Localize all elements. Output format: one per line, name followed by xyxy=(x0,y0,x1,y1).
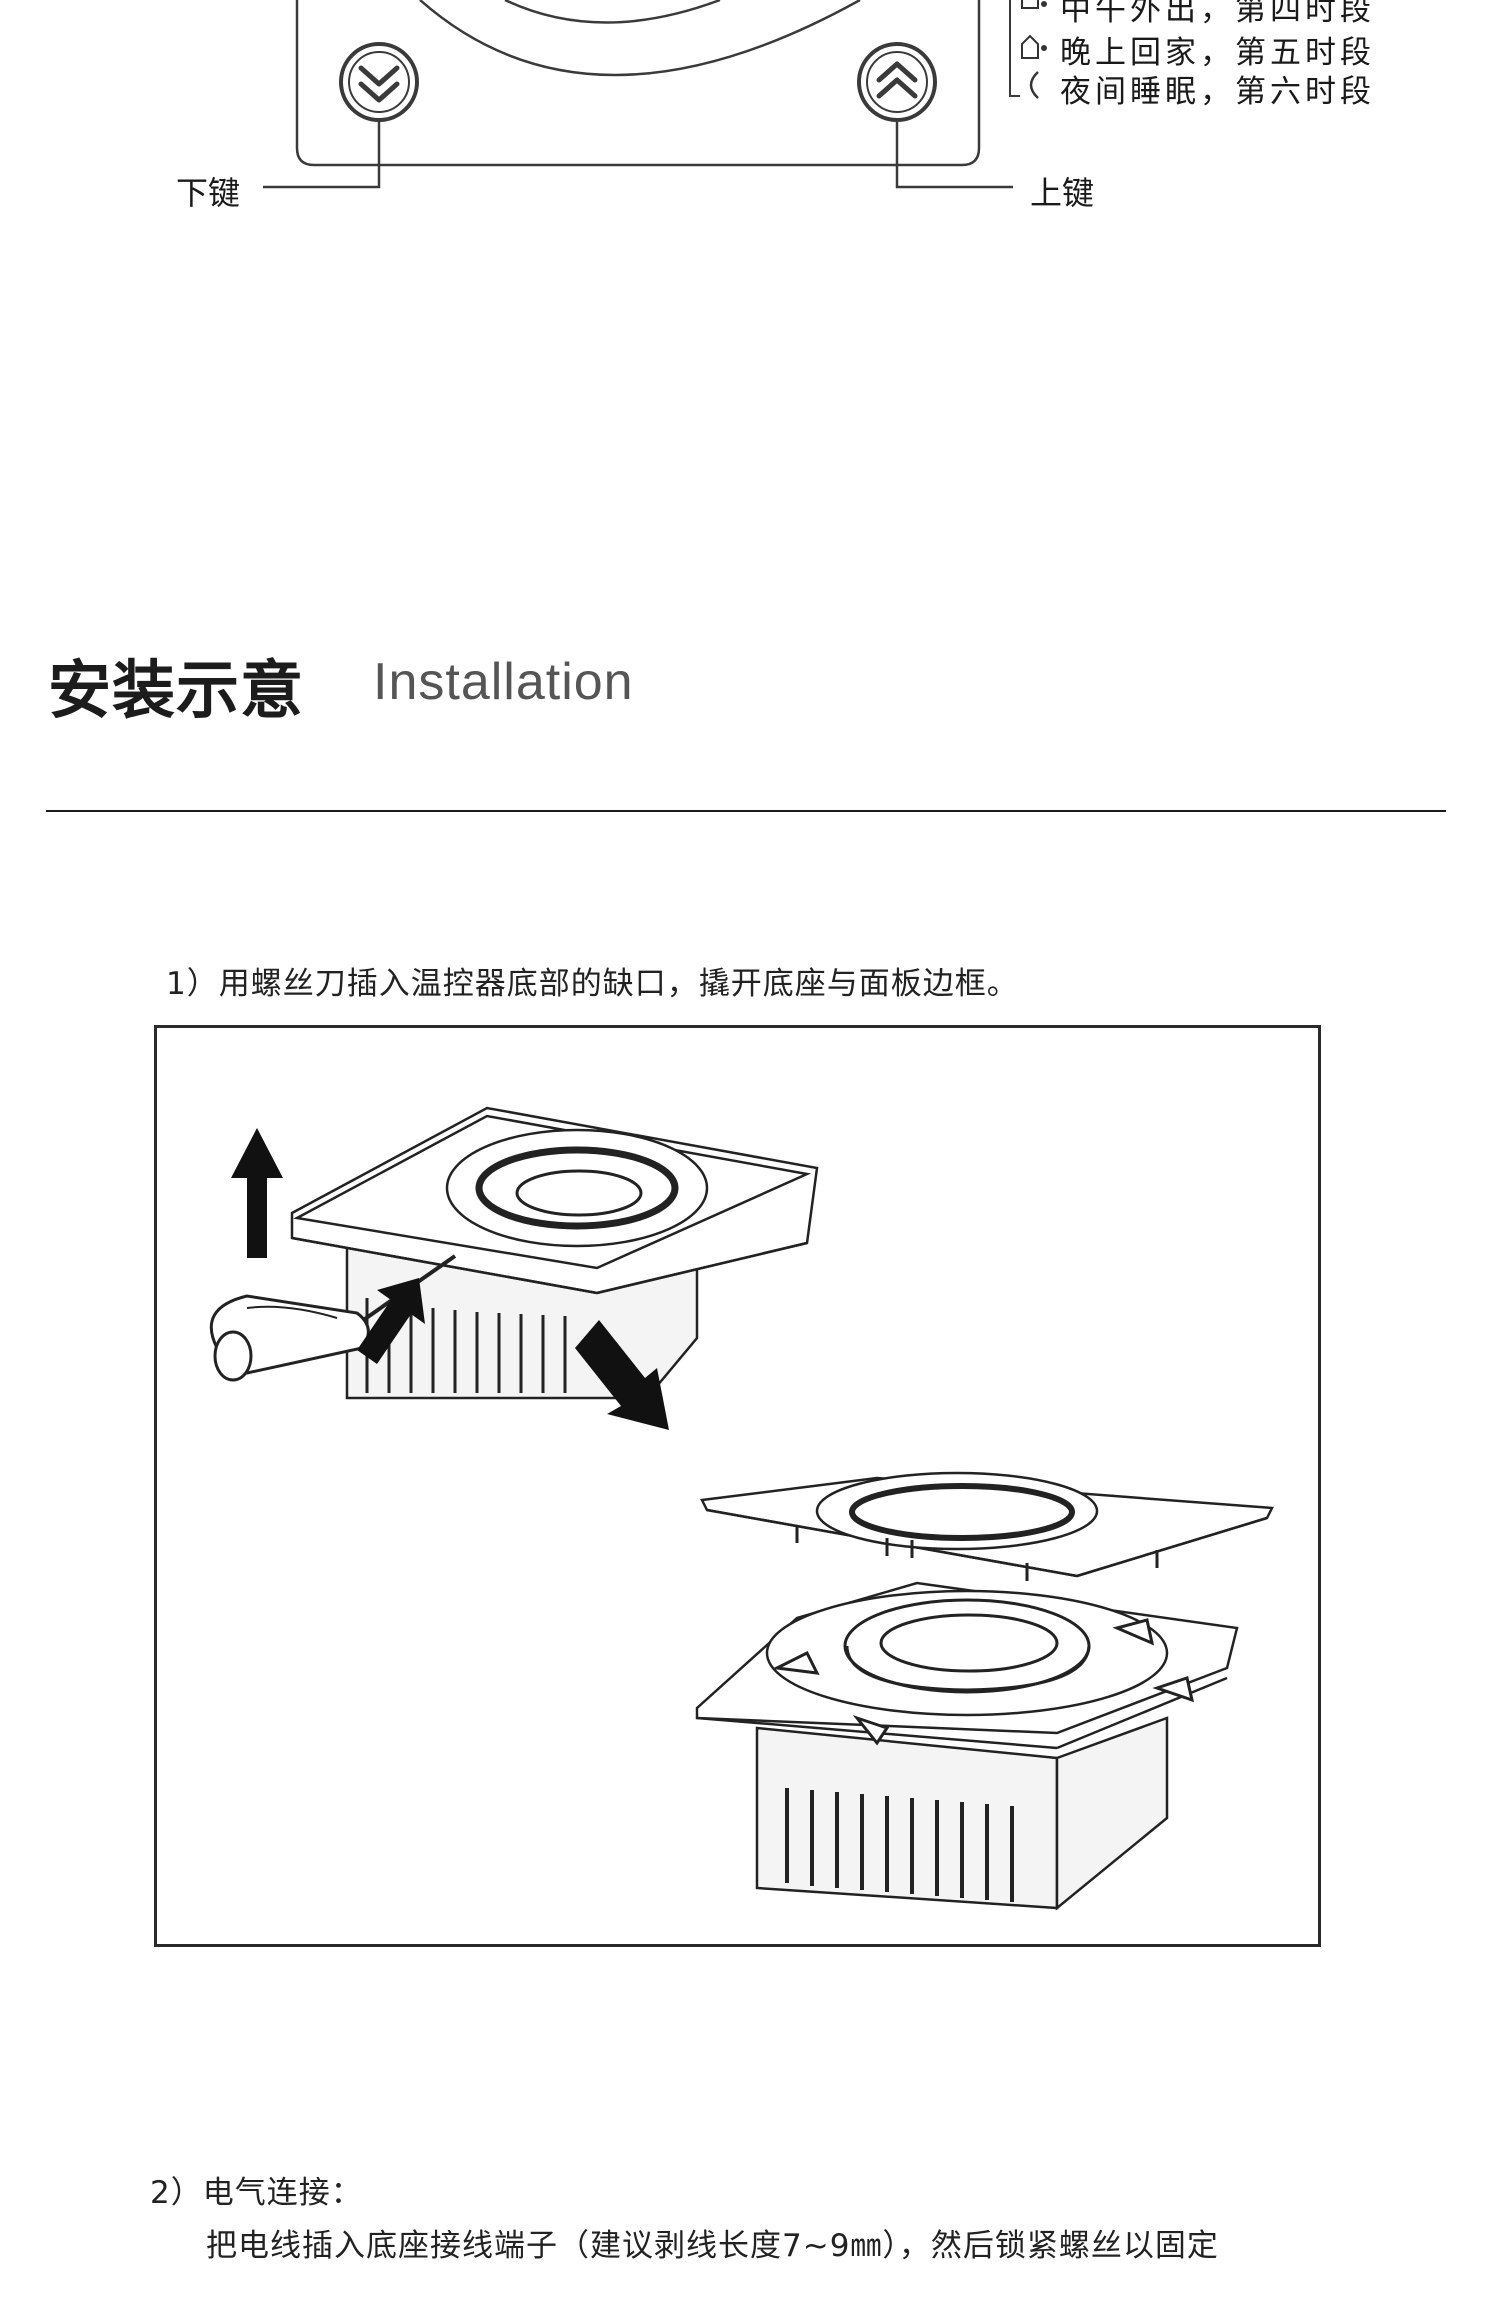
section-title-en: Installation xyxy=(373,653,634,711)
up-key-label: 上键 xyxy=(1030,174,1095,212)
installation-figure-frame xyxy=(154,1025,1321,1947)
double-chevron-down-icon[interactable] xyxy=(339,42,419,122)
step-2-heading: 2）电气连接： xyxy=(150,2167,363,2212)
up-key-leader-line xyxy=(895,122,1013,189)
house-icon xyxy=(1021,34,1047,59)
double-chevron-up-icon[interactable] xyxy=(857,42,937,122)
assembled-thermostat-drawing xyxy=(209,1106,819,1400)
step-1-text: 1）用螺丝刀插入温控器底部的缺口，撬开底座与面板边框。 xyxy=(166,958,1019,1003)
step-1-description: 用螺丝刀插入温控器底部的缺口，撬开底座与面板边框。 xyxy=(218,966,1019,1002)
tray-icon xyxy=(1021,0,1047,9)
base-drawing xyxy=(695,1581,1239,1911)
down-key-leader-line xyxy=(263,122,381,189)
moon-icon xyxy=(1029,71,1039,99)
step-2-number: 2） xyxy=(150,2175,203,2211)
down-key-label: 下键 xyxy=(176,174,241,212)
dial-outer-arc xyxy=(419,0,861,77)
step-1-number: 1） xyxy=(166,966,219,1002)
section-divider xyxy=(46,810,1446,812)
installation-diagram xyxy=(209,1106,1274,1911)
separation-arrow-icon xyxy=(575,1320,669,1430)
panel-frame-drawing xyxy=(700,1471,1274,1581)
thermostat-panel-illustration: 中午外出，第四时段 晚上回家，第五时段 夜间睡眠，第六时段 下键 上键 xyxy=(0,0,1500,240)
step-2-description: 把电线插入底座接线端子（建议剥线长度7~9㎜），然后锁紧螺丝以固定 xyxy=(206,2228,1219,2264)
step-2-title: 电气连接： xyxy=(202,2175,363,2211)
thermostat-panel-drawing xyxy=(263,0,1047,189)
section-title-cn: 安装示意 xyxy=(48,654,304,727)
pry-direction-arrow-icon xyxy=(357,1278,425,1364)
legend-bracket xyxy=(1009,0,1020,97)
lift-arrow-icon xyxy=(231,1128,283,1258)
legend-item-night-sleep: 夜间睡眠，第六时段 xyxy=(1060,74,1375,110)
dial-inner-arc xyxy=(504,0,721,24)
legend-item-evening-home: 晚上回家，第五时段 xyxy=(1060,35,1375,71)
legend-item-noon-out: 中午外出，第四时段 xyxy=(1060,0,1375,28)
